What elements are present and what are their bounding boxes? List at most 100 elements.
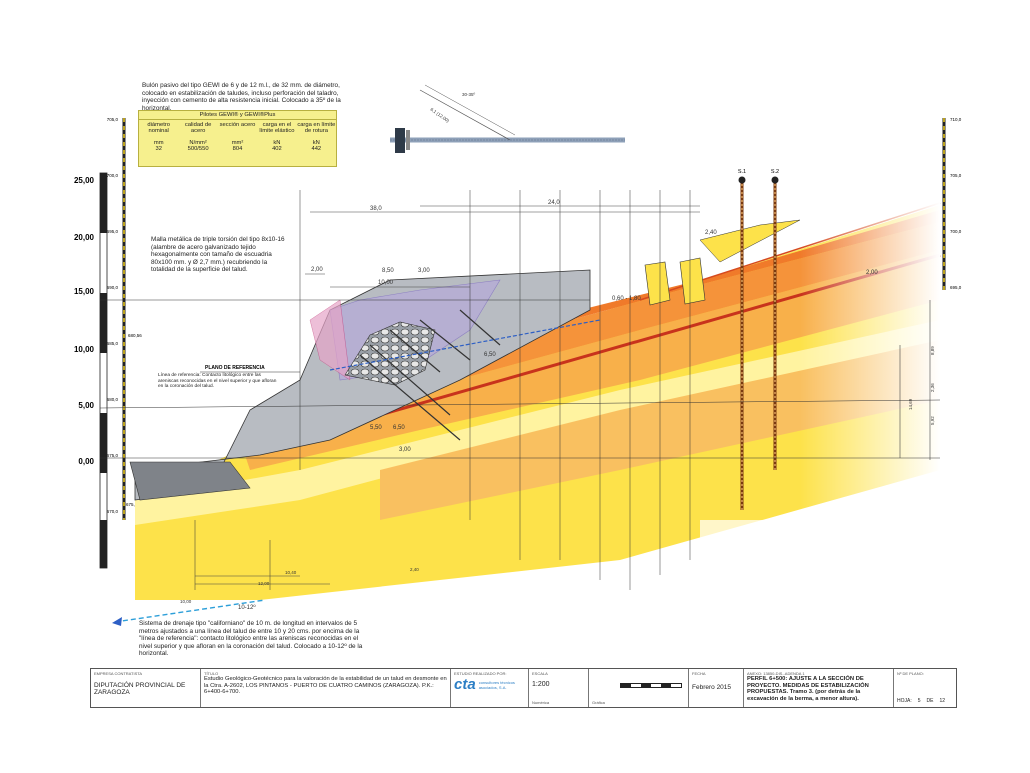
- reference-plane-title: PLANO DE REFERENCIA: [205, 365, 265, 371]
- axis-tick: 5,00: [78, 401, 94, 410]
- axis-tick: 15,00: [74, 287, 95, 296]
- axis-tick: 0,00: [78, 457, 94, 466]
- axis-tick: 25,00: [74, 176, 95, 185]
- dimension-label: 24,0: [548, 200, 560, 206]
- plan-number-cell: Nº DE PLANO: HOJA: 5 DE 12: [894, 669, 956, 707]
- scale-caption: ESCALA: [532, 671, 548, 676]
- study-title-cell: TÍTULO Estudio Geológico-Geotécnico para…: [201, 669, 451, 707]
- scale-tick: 700,0: [107, 173, 119, 178]
- dimension-label: 10-12º: [238, 604, 256, 611]
- table-units-row: mm N/mm² mm² kN kN: [139, 134, 336, 146]
- dimension-label: 5,50: [370, 425, 382, 431]
- left-elevation-axis: 25,00 20,00 15,00 10,00 5,00 0,00: [74, 172, 108, 569]
- dimension-label: 5,92: [930, 416, 935, 425]
- dimension-label: 38,0: [370, 206, 382, 212]
- date-cell: FECHA Febrero 2015: [689, 669, 744, 707]
- table-cell: kN: [312, 140, 320, 146]
- axis-tick: 10,00: [74, 345, 95, 354]
- dimension-label: 2,40: [705, 230, 717, 236]
- excavation-profile: [129, 269, 591, 501]
- graphic-scale-bar: [620, 683, 682, 688]
- table-cell: kN: [273, 140, 281, 146]
- dimension-label: 2,00: [311, 267, 323, 273]
- table-values-row: 32 500/550 804 402 442: [139, 146, 336, 152]
- anchor-properties-table: Pilotes GEWI® y GEWI®Plus diámetro nomin…: [138, 110, 337, 167]
- dimension-label: 14,69: [908, 398, 913, 410]
- borehole-label: S.2: [771, 169, 779, 175]
- client-caption: EMPRESA CONTRATISTA: [94, 671, 143, 676]
- table-cell: mm²: [231, 140, 244, 146]
- scale-tick: 695,0: [107, 229, 119, 234]
- reference-plane-note: Línea de referencia: Contacto litológico…: [158, 373, 277, 390]
- dimension-label: 6,50: [393, 425, 405, 431]
- dimension-label: 30-35º: [462, 92, 476, 97]
- dimension-label: 2,36: [930, 383, 935, 392]
- of-label: DE: [926, 698, 934, 704]
- table-title: Pilotes GEWI® y GEWI®Plus: [139, 111, 336, 120]
- title-block: EMPRESA CONTRATISTA DIPUTACIÓN PROVINCIA…: [90, 668, 957, 708]
- scale-tick: 700,0: [950, 229, 962, 234]
- dimension-label: 10,40: [285, 570, 297, 575]
- graphic-scale-cell: Gráfica: [589, 669, 689, 707]
- dimension-label: 8,89: [930, 346, 935, 355]
- sheet-value: 5: [917, 698, 921, 704]
- plan-title-cell: ANEXO: 13850-DIS-.ADENDA 1 PERFIL 6+500:…: [744, 669, 894, 707]
- dimension-label: 3,00: [399, 447, 411, 453]
- anchor-bolts: [359, 309, 501, 441]
- dimension-label: 6,1 (12,00): [429, 107, 450, 124]
- dimension-label: 8,50: [382, 268, 394, 274]
- drain-lines: [112, 319, 601, 626]
- client-cell: EMPRESA CONTRATISTA DIPUTACIÓN PROVINCIA…: [91, 669, 201, 707]
- dimension-label: 10,00: [180, 599, 192, 604]
- scale-extra: 675,55: [126, 502, 140, 507]
- scale-tick: 690,0: [107, 285, 119, 290]
- client-name: DIPUTACIÓN PROVINCIAL DE ZARAGOZA: [94, 682, 186, 696]
- drain-note: Sistema de drenaje tipo "californiano" d…: [139, 620, 363, 658]
- scale-tick: 695,0: [950, 285, 962, 290]
- annex-label: ANEXO: 13850-DIS-.ADENDA 1: [747, 671, 805, 676]
- table-cell: 32: [155, 146, 162, 152]
- scale-tick: 705,0: [107, 117, 119, 122]
- table-cell: 442: [311, 146, 322, 152]
- company-name: consultores técnicos asociados, S.A.: [478, 679, 515, 690]
- scale-tick: 670,0: [107, 509, 119, 514]
- scale-tick: 680,0: [107, 397, 119, 402]
- scale-value: 1:200: [532, 681, 550, 688]
- table-cell: 804: [232, 146, 243, 152]
- borehole-marker-icon: [738, 176, 746, 184]
- scale-tick: 705,0: [950, 173, 962, 178]
- borehole-label: S.1: [738, 169, 746, 175]
- dimension-label: 12,00: [258, 581, 270, 586]
- date-value: Febrero 2015: [692, 684, 732, 691]
- scale-tick: 675,0: [107, 453, 119, 458]
- sheet-number: HOJA: 5 DE 12: [897, 698, 945, 704]
- dimension-labels: 38,0 24,0 10,00 8,50 3,00 2,00 2,40 0,60…: [180, 92, 935, 611]
- table-cell: mm: [153, 140, 164, 146]
- dimension-label: 2,40: [410, 567, 419, 572]
- plan-number-caption: Nº DE PLANO:: [897, 671, 924, 676]
- dimension-label: 0,60 - 1,80: [612, 296, 641, 302]
- boreholes: S.1 S.2: [738, 169, 779, 510]
- left-elevation-scale: 705,0 700,0 695,0 690,0 685,0 680,0 675,…: [107, 117, 142, 520]
- company-cell: ESTUDIO REALIZADO POR: cta consultores t…: [451, 669, 529, 707]
- anchor-detail: [390, 84, 625, 153]
- table-cell: 500/550: [187, 146, 209, 152]
- scale-numeric-label: Numérica: [532, 700, 550, 705]
- mesh-note: Malla metálica de triple torsión del tip…: [151, 236, 285, 274]
- table-header: diámetro nominal: [147, 122, 170, 134]
- date-caption: FECHA: [692, 671, 706, 676]
- borehole-marker-icon: [771, 176, 779, 184]
- construction-lines: [99, 190, 941, 590]
- scale-extra: 680,56: [128, 333, 142, 338]
- reference-plane: PLANO DE REFERENCIA: [200, 365, 300, 373]
- scale-tick: 685,0: [107, 341, 119, 346]
- anchor-note: Bulón pasivo del tipo GEWI de 6 y de 12 …: [142, 82, 341, 112]
- dimension-label: 3,00: [418, 268, 430, 274]
- right-elevation-scale: 710,0 705,0 700,0 695,0: [942, 117, 962, 290]
- table-header: carga en el límite elástico: [259, 122, 295, 134]
- table-header: carga en límite de rotura: [297, 122, 336, 134]
- axis-tick: 20,00: [74, 233, 95, 242]
- scale-cell: ESCALA 1:200 Numérica: [529, 669, 589, 707]
- company-caption: ESTUDIO REALIZADO POR:: [454, 671, 507, 676]
